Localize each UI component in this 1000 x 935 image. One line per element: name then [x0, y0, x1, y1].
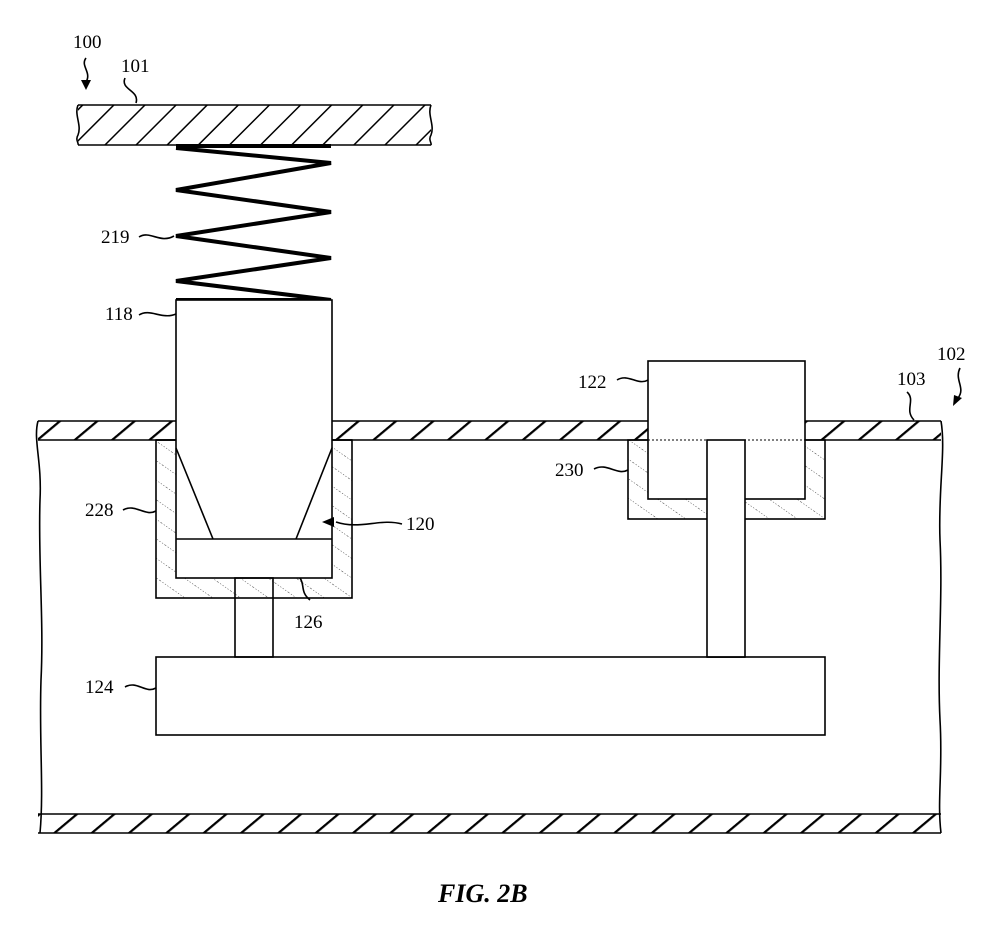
post-right: [707, 440, 745, 657]
label-120: 120: [406, 514, 435, 535]
plunger-118: [176, 300, 332, 578]
label-122: 122: [578, 372, 607, 393]
spring-219: [176, 146, 331, 300]
label-118: 118: [105, 304, 133, 325]
figure-caption: FIG. 2B: [437, 879, 528, 908]
label-100: 100: [73, 32, 102, 53]
label-102: 102: [937, 344, 966, 365]
label-126: 126: [294, 612, 323, 633]
label-219: 219: [101, 227, 130, 248]
label-228: 228: [85, 500, 114, 521]
label-103: 103: [897, 369, 926, 390]
label-230: 230: [555, 460, 584, 481]
top-plate-101: [77, 105, 432, 145]
label-124: 124: [85, 677, 114, 698]
label-101: 101: [121, 56, 150, 77]
board-124: [156, 657, 825, 735]
